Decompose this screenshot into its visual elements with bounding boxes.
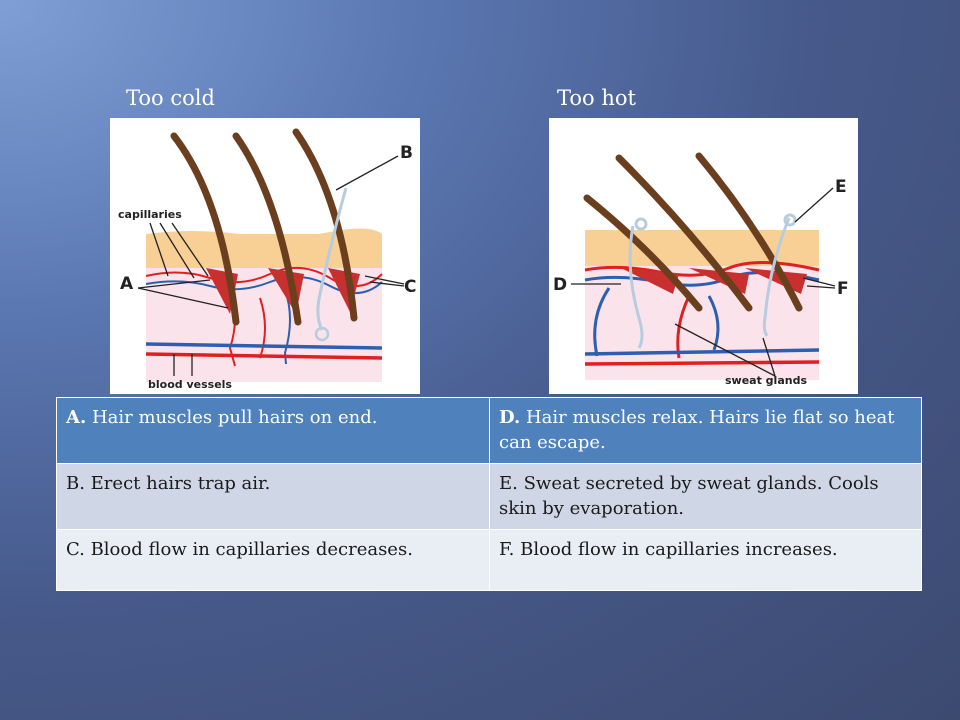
cell-text: F. Blood flow in capillaries increases.	[499, 539, 838, 560]
table-cell-a: A. Hair muscles pull hairs on end.	[56, 397, 490, 464]
label-c: C	[404, 277, 416, 297]
table-cell-d: D. Hair muscles relax. Hairs lie flat so…	[489, 397, 922, 464]
cell-text: Hair muscles pull hairs on end.	[86, 407, 378, 428]
too-cold-skin-diagram: B capillaries A C blood vessels	[110, 118, 420, 394]
blood-vessels	[145, 342, 383, 360]
cell-text: Hair muscles relax. Hairs lie flat so he…	[499, 407, 895, 453]
label-f: F	[837, 279, 849, 299]
label-sweat-glands: sweat glands	[725, 374, 807, 387]
cell-text: C. Blood flow in capillaries decreases.	[66, 539, 413, 560]
cell-text: E. Sweat secreted by sweat glands. Cools…	[499, 473, 879, 519]
table-cell-f: F. Blood flow in capillaries increases.	[489, 529, 922, 591]
cell-key: D.	[499, 407, 521, 428]
sweat-gland	[316, 187, 348, 331]
label-blood-vessels: blood vessels	[148, 378, 232, 391]
label-capillaries: capillaries	[118, 208, 182, 221]
label-e: E	[835, 177, 847, 197]
cell-key: A.	[66, 407, 87, 428]
table-row: B. Erect hairs trap air. E. Sweat secret…	[56, 463, 922, 530]
label-b: B	[400, 143, 413, 163]
too-hot-skin-diagram: E D F sweat glands	[549, 118, 858, 394]
hot-skin-illustration: E D F sweat glands	[553, 152, 849, 387]
flat-hairs	[583, 152, 803, 312]
too-cold-heading: Too cold	[126, 86, 215, 110]
table-cell-e: E. Sweat secreted by sweat glands. Cools…	[489, 463, 922, 530]
erect-hairs	[170, 128, 358, 326]
label-d: D	[553, 275, 567, 295]
table-cell-c: C. Blood flow in capillaries decreases.	[56, 529, 490, 591]
label-leader-lines	[571, 187, 836, 377]
cold-skin-illustration: B capillaries A C blood vessels	[118, 128, 416, 391]
label-a: A	[120, 274, 134, 294]
label-leader-lines	[137, 155, 405, 376]
thermoregulation-summary-table: A. Hair muscles pull hairs on end. D. Ha…	[56, 397, 922, 591]
cell-text: B. Erect hairs trap air.	[66, 473, 271, 494]
table-cell-b: B. Erect hairs trap air.	[56, 463, 490, 530]
blood-vessels	[584, 348, 820, 366]
sweat-glands	[628, 213, 797, 349]
table-row: A. Hair muscles pull hairs on end. D. Ha…	[56, 397, 922, 464]
table-row: C. Blood flow in capillaries decreases. …	[56, 529, 922, 591]
too-hot-heading: Too hot	[557, 86, 636, 110]
